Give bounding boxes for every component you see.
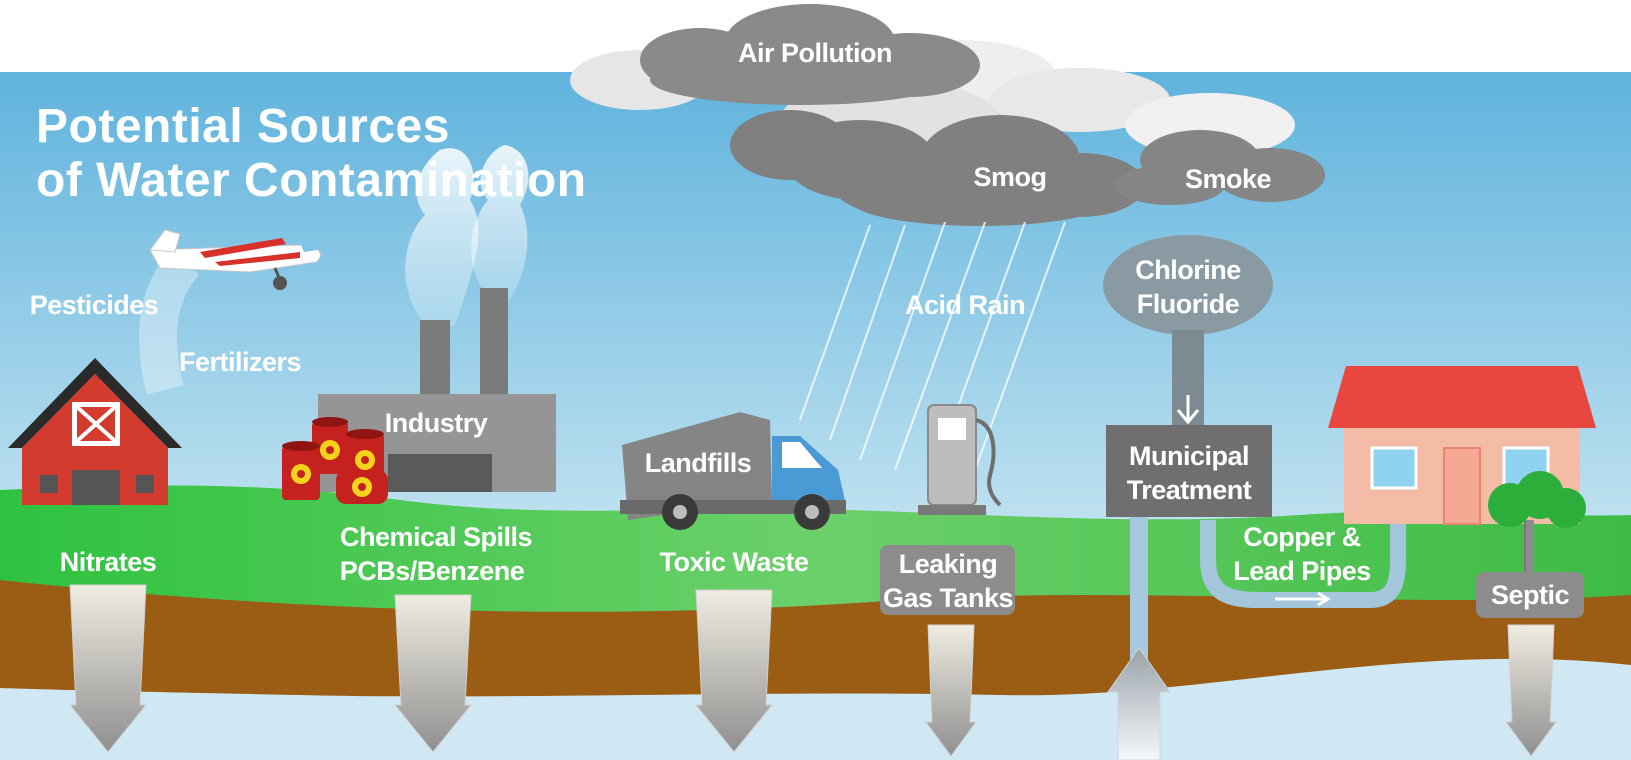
water-pipe: [1200, 520, 1406, 608]
landfills-label: Landfills: [644, 448, 752, 478]
chemical-spills-label: Chemical Spills: [339, 522, 533, 552]
fertilizers-label: Fertilizers: [178, 347, 302, 377]
page-title: Potential Sources of Water Contamination: [36, 100, 587, 208]
industry-label: Industry: [384, 408, 488, 438]
acid-rain-label: Acid Rain: [904, 290, 1026, 320]
leaking-label: Leaking: [898, 549, 998, 579]
lead-pipes-label: Lead Pipes: [1233, 556, 1371, 586]
title-line-2: of Water Contamination: [36, 154, 587, 207]
copper-label: Copper &: [1243, 522, 1361, 552]
title-line-1: Potential Sources: [36, 100, 450, 153]
barn-icon: [8, 358, 182, 505]
gas-pump-icon: [918, 404, 1002, 515]
air-pollution-label: Air Pollution: [738, 38, 892, 68]
pipe-flow-arrow: [1275, 591, 1331, 607]
truck-icon: [620, 412, 846, 530]
smoke-label: Smoke: [1184, 164, 1272, 194]
septic-post: [1526, 520, 1534, 572]
septic-label: Septic: [1490, 580, 1570, 610]
nitrates-label: Nitrates: [59, 547, 157, 577]
leaking-gas-tanks-box: [880, 545, 1015, 615]
air-pollution-cloud: [640, 4, 980, 105]
toxic-waste-label: Toxic Waste: [659, 547, 809, 577]
water-tower-icon: [1103, 235, 1273, 425]
airplane-icon: [138, 229, 321, 395]
septic-box: [1476, 572, 1584, 618]
nitrates-arrow: [68, 584, 148, 753]
gas-tanks-label: Gas Tanks: [882, 583, 1014, 613]
grass-layer: [0, 485, 1631, 612]
toxic-waste-arrow: [694, 589, 774, 753]
fluoride-label: Fluoride: [1136, 289, 1240, 319]
groundwater-up-arrow: [1107, 647, 1171, 760]
chemical-spills-arrow: [393, 594, 473, 753]
smog-label: Smog: [973, 162, 1047, 192]
barrels-icon: [282, 417, 388, 504]
tree-icon: [1488, 471, 1586, 580]
chlorine-label: Chlorine: [1135, 255, 1241, 285]
pcbs-benzene-label: PCBs/Benzene: [339, 556, 525, 586]
treatment-building: [1106, 425, 1272, 517]
pesticides-label: Pesticides: [29, 290, 159, 320]
municipal-label: Municipal: [1128, 441, 1250, 471]
gas-tanks-arrow: [925, 624, 977, 757]
septic-arrow: [1505, 624, 1557, 757]
treatment-label: Treatment: [1126, 475, 1252, 505]
smog-cloud: [830, 115, 1145, 226]
smoke-cloud: [1115, 130, 1325, 205]
